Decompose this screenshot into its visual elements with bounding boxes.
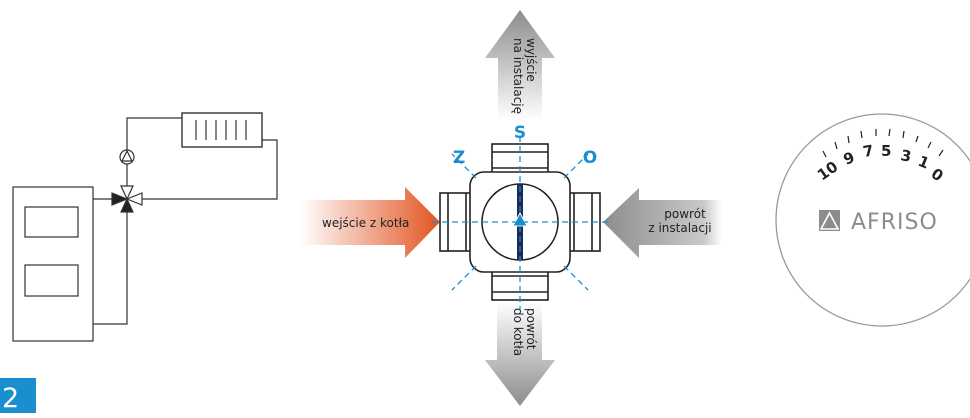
dial-brand: AFRISO: [851, 210, 938, 235]
boiler-return-pipe: [93, 205, 128, 325]
port-letter-z: Z: [453, 148, 465, 168]
label-outlet-line1: wyjście: [524, 38, 538, 82]
valve-flow-diagram: wyjście na instalację powrót do kotła we…: [300, 10, 722, 406]
supply-pipe: [93, 117, 182, 200]
port-letter-s: S: [514, 123, 526, 143]
arrow-inlet-right: [300, 187, 440, 258]
boiler-body: [12, 186, 94, 342]
radiator-icon: [181, 112, 263, 148]
pump-icon: [119, 149, 135, 165]
dial-face: [775, 113, 970, 327]
valve-axes: [432, 136, 608, 310]
dial-number-7: 7: [862, 141, 875, 161]
afriso-logo-icon: [819, 210, 840, 231]
label-return-install-line2: z instalacji: [648, 221, 711, 235]
dial-number-3: 3: [899, 146, 912, 166]
label-outlet-line2: na instalację: [511, 38, 525, 114]
boiler-panel-top: [24, 206, 79, 238]
label-return-install-line1: powrót: [664, 207, 706, 221]
afriso-dial: 10 9 7 5 3 1 0 AFRISO: [775, 113, 970, 327]
dial-number-5: 5: [881, 142, 891, 160]
figure-number-badge: 2: [0, 378, 36, 414]
arrow-return-left: [603, 188, 722, 258]
label-return-boiler-group: powrót do kotła: [511, 308, 538, 356]
arrow-outlet-up: [485, 10, 555, 120]
valve-body: [439, 143, 601, 301]
radiator-return-pipe: [136, 139, 278, 200]
boiler-panel-bottom: [24, 264, 79, 297]
dial-ticks: [822, 128, 944, 158]
heating-system-schematic: [12, 112, 278, 342]
label-return-boiler-line2: do kotła: [511, 308, 525, 356]
figure-number: 2: [2, 383, 19, 413]
label-inlet: wejście z kotła: [322, 216, 409, 230]
label-outlet-group: wyjście na instalację: [511, 38, 538, 114]
arrow-return-down: [485, 302, 555, 406]
port-letter-o: O: [583, 148, 597, 168]
mixing-valve-symbol: [111, 185, 143, 213]
label-return-boiler-line1: powrót: [524, 308, 538, 350]
